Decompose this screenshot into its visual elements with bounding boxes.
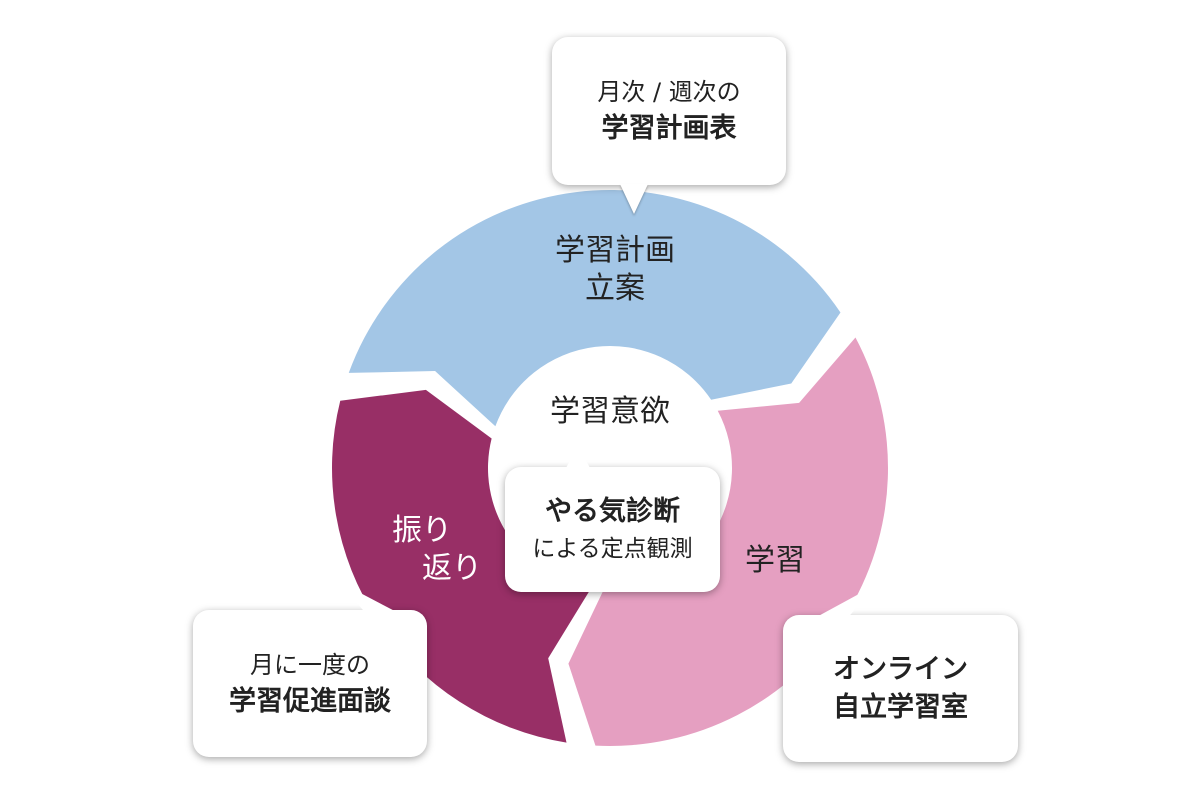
segment-plan: [348, 190, 841, 427]
callout-right-line1: オンライン: [833, 653, 968, 685]
callout-top-tail: [620, 184, 648, 214]
callout-right: オンライン 自立学習室: [783, 615, 1018, 762]
review-label-line1: 振り: [392, 513, 452, 548]
callout-center-tail: [566, 445, 590, 468]
segment-study-label: 学習: [725, 542, 825, 580]
callout-top-line1: 月次 / 週次の: [597, 78, 741, 106]
callout-center-line2: による定点観測: [532, 535, 693, 562]
callout-top: 月次 / 週次の 学習計画表: [552, 37, 786, 185]
review-label-line2: 返り: [422, 551, 482, 586]
callout-left-line2: 学習促進面談: [229, 685, 391, 717]
callout-center-line1: やる気診断: [545, 495, 680, 527]
segment-plan-label: 学習計画 立案: [525, 232, 705, 308]
plan-label-line1: 学習計画: [555, 233, 675, 268]
callout-right-line2: 自立学習室: [833, 691, 968, 723]
plan-label-line2: 立案: [585, 271, 645, 306]
center-label: 学習意欲: [550, 394, 670, 429]
segment-review: [331, 389, 591, 743]
callout-top-line2: 学習計画表: [601, 113, 737, 144]
callout-left-line1: 月に一度の: [250, 650, 370, 679]
segment-review-label: 振り 返り: [378, 512, 488, 588]
callout-center: やる気診断 による定点観測: [505, 467, 720, 592]
callout-left: 月に一度の 学習促進面談: [193, 610, 427, 757]
study-label-line1: 学習: [745, 543, 805, 578]
